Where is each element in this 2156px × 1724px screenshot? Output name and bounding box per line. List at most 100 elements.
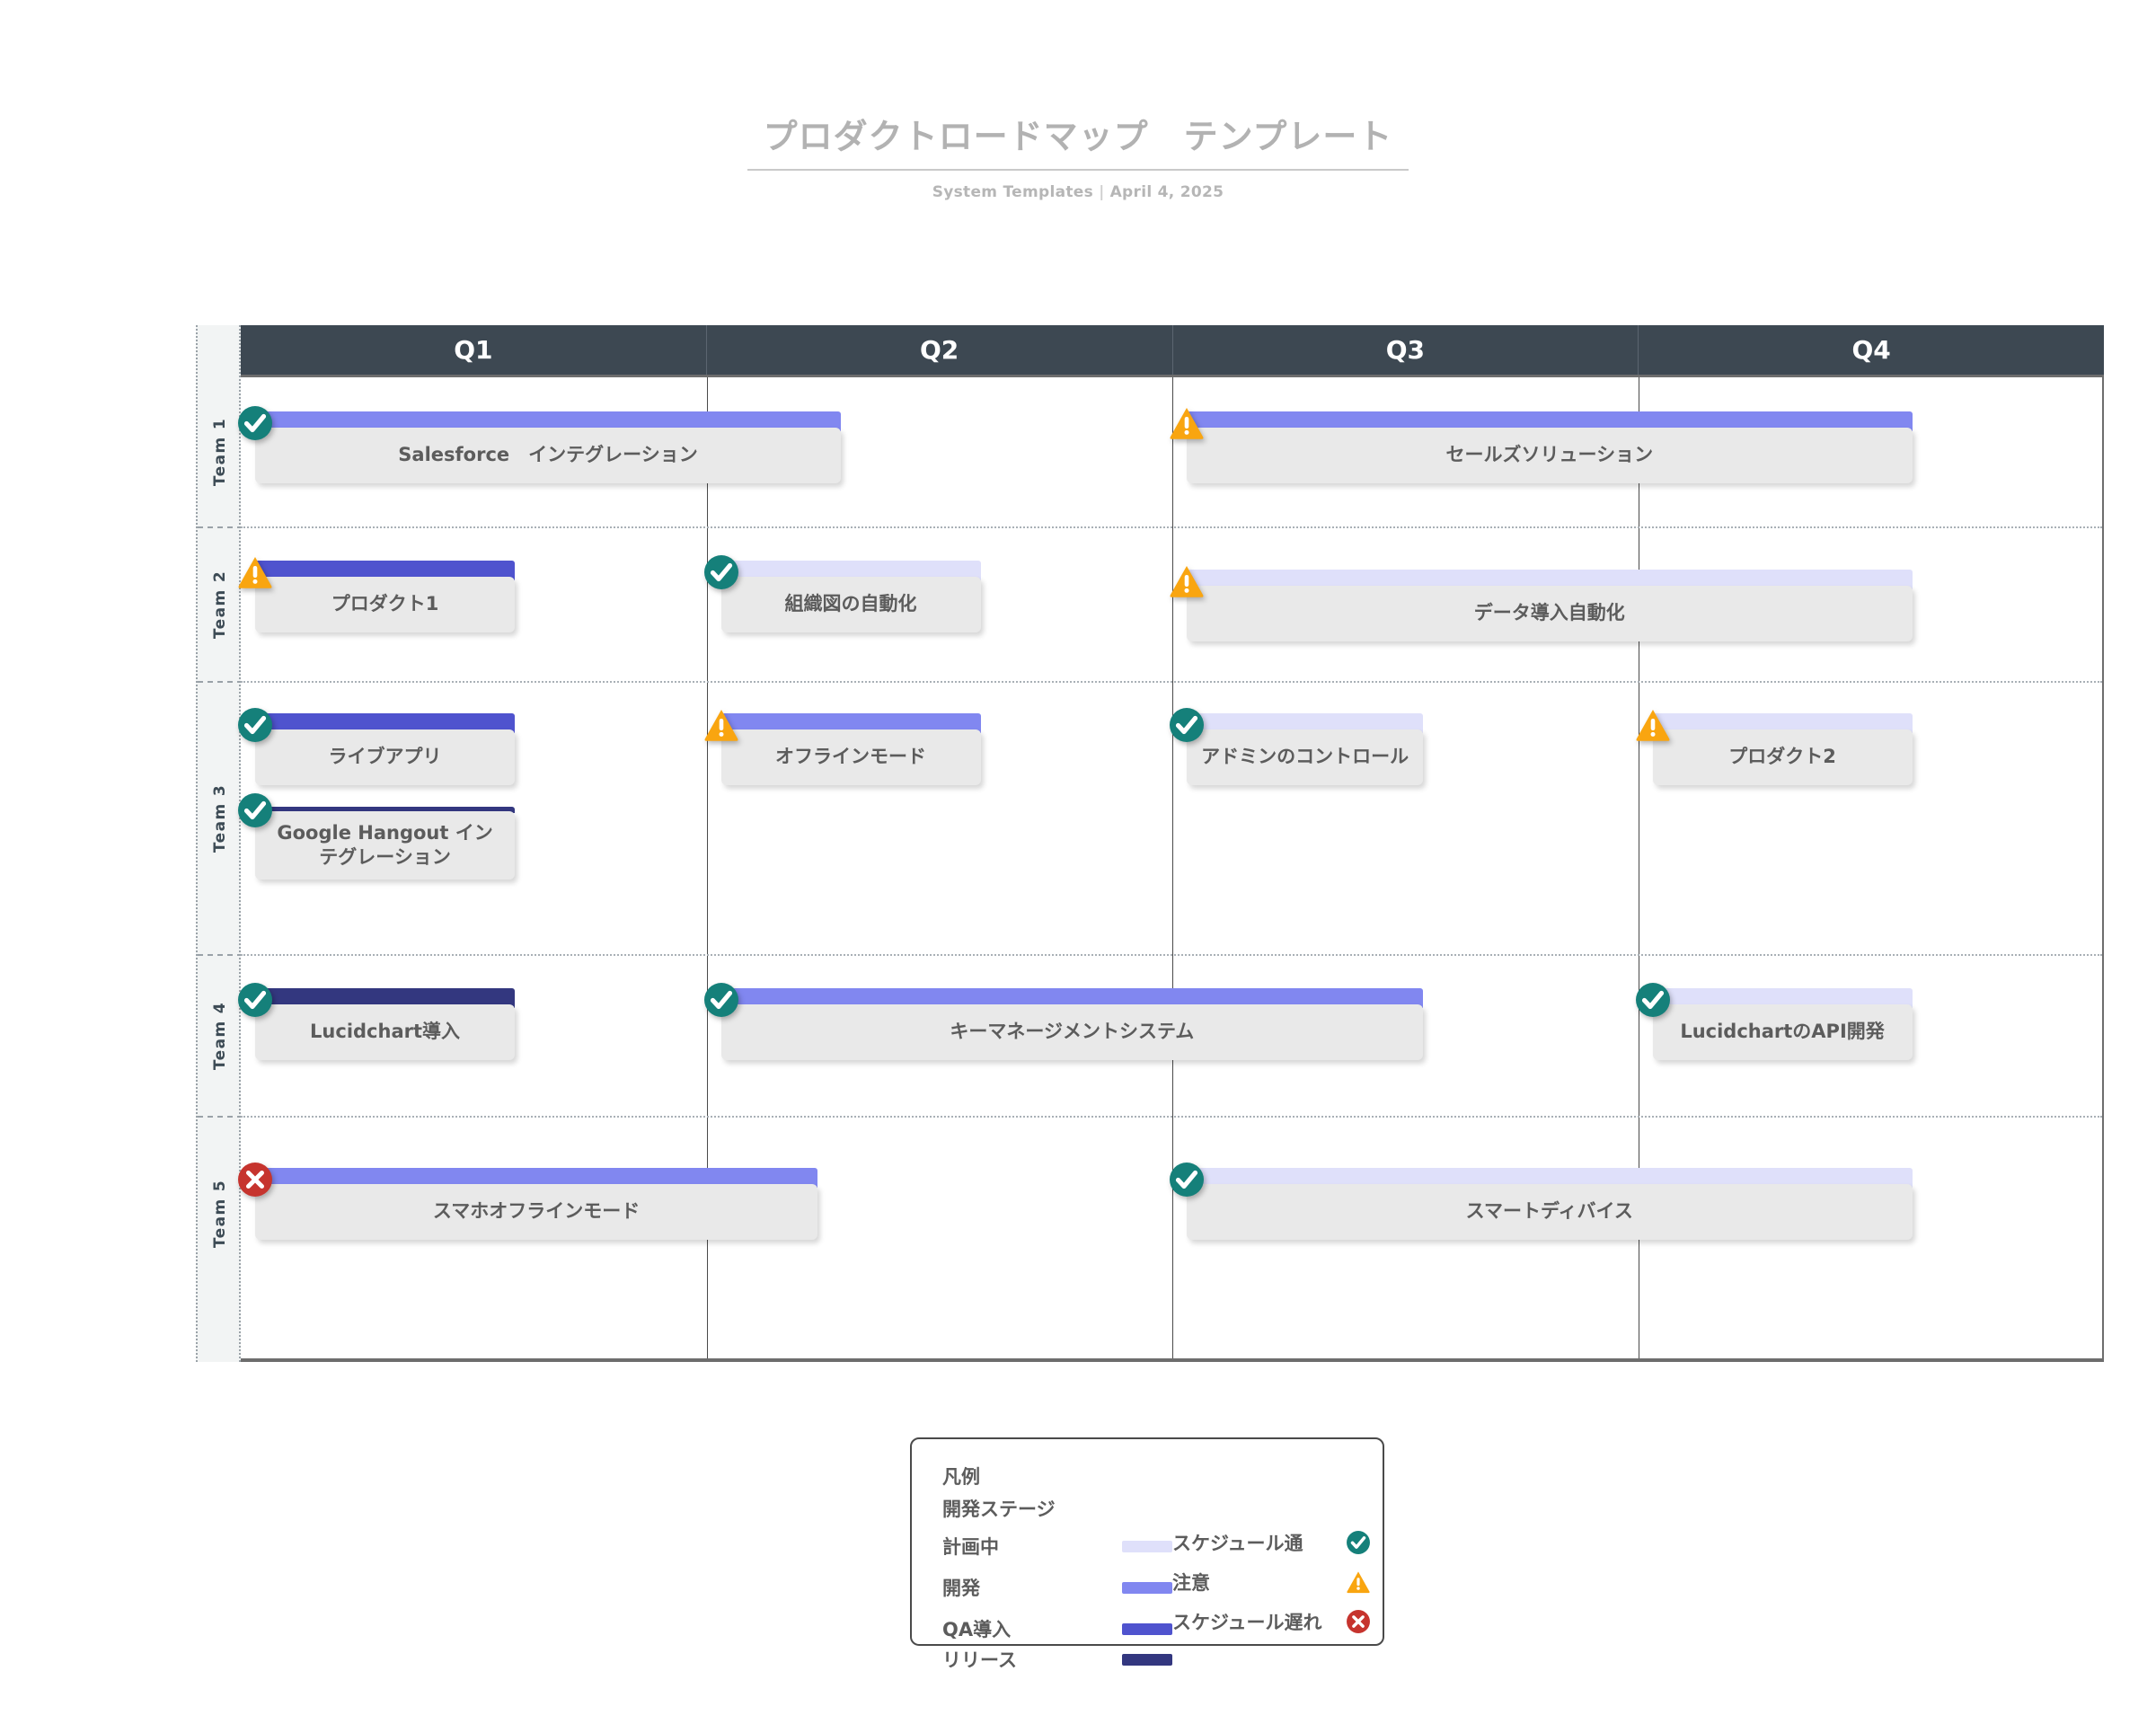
task-card[interactable]: スマートディバイス — [1187, 1184, 1913, 1240]
check-circle-icon[interactable] — [235, 403, 275, 443]
task-card[interactable]: LucidchartのAPI開発 — [1652, 1004, 1913, 1060]
task-stage-bar — [1187, 1168, 1913, 1188]
column-divider-1 — [706, 377, 708, 1358]
task-card[interactable]: アドミンのコントロール — [1187, 729, 1424, 785]
legend-status-label: スケジュール遅れ — [1172, 1612, 1322, 1633]
task-stage-bar — [720, 713, 981, 733]
quarter-header-q1: Q1 — [241, 325, 707, 375]
roadmap-task[interactable]: データ導入自動化 — [1170, 566, 1913, 641]
task-card[interactable]: データ導入自動化 — [1187, 586, 1913, 641]
roadmap-task[interactable]: Salesforce インテグレーション — [238, 406, 842, 483]
task-stage-bar — [255, 561, 516, 580]
roadmap-task[interactable]: LucidchartのAPI開発 — [1635, 983, 1913, 1060]
warning-triangle-icon[interactable] — [702, 705, 741, 745]
task-label: ライブアプリ — [328, 746, 442, 768]
task-card[interactable]: Salesforce インテグレーション — [255, 428, 842, 483]
task-stage-bar — [255, 807, 516, 813]
team-label: Team 2 — [211, 570, 230, 640]
task-card[interactable]: オフラインモード — [720, 729, 981, 785]
roadmap-task[interactable]: キーマネージメントシステム — [703, 983, 1424, 1060]
roadmap-task[interactable]: セールズソリューション — [1170, 408, 1913, 483]
row-divider-2 — [241, 681, 2102, 683]
check-circle-icon[interactable] — [702, 980, 741, 1020]
roadmap-task[interactable]: アドミンのコントロール — [1170, 708, 1424, 785]
legend-stage-row: QA導入 — [942, 1615, 1203, 1642]
legend-stage-swatch — [1122, 1581, 1172, 1594]
task-stage-bar — [1187, 570, 1913, 589]
check-circle-icon[interactable] — [235, 980, 275, 1020]
row-divider-4 — [241, 1116, 2102, 1118]
roadmap-task[interactable]: ライブアプリ — [238, 708, 516, 785]
legend-status-row: スケジュール通 — [1172, 1529, 1372, 1556]
roadmap-task[interactable]: プロダクト2 — [1636, 710, 1913, 785]
check-circle-icon[interactable] — [1167, 1160, 1206, 1199]
task-card[interactable]: セールズソリューション — [1187, 428, 1913, 483]
task-stage-bar — [1187, 411, 1913, 431]
task-stage-bar — [255, 988, 516, 1008]
roadmap-task[interactable]: プロダクト1 — [238, 557, 516, 632]
task-card[interactable]: ライブアプリ — [255, 729, 516, 785]
warning-triangle-icon — [1345, 1569, 1372, 1596]
roadmap-task[interactable]: スマホオフラインモード — [238, 1163, 818, 1240]
page-header: プロダクトロードマップ テンプレート System Templates|Apri… — [0, 118, 2156, 201]
legend-stage-row: 計画中 — [942, 1533, 1203, 1560]
roadmap-task[interactable]: スマートディバイス — [1170, 1163, 1913, 1240]
warning-triangle-icon[interactable] — [1633, 705, 1673, 745]
team-row-label-3: Team 3 — [198, 681, 243, 954]
task-card[interactable]: Google Hangout インテグレーション — [255, 811, 516, 880]
team-row-label-5: Team 5 — [198, 1116, 243, 1310]
task-label: Lucidchart導入 — [310, 1021, 461, 1043]
task-stage-bar — [720, 988, 1424, 1008]
legend-stage-row: 開発 — [942, 1574, 1203, 1601]
check-circle-icon[interactable] — [235, 791, 275, 830]
subtitle-separator: | — [1099, 182, 1105, 201]
quarter-header-q3: Q3 — [1173, 325, 1639, 375]
check-circle-icon[interactable] — [702, 553, 741, 592]
task-stage-bar — [255, 1168, 818, 1188]
task-card[interactable]: キーマネージメントシステム — [720, 1004, 1424, 1060]
quarter-header-q2: Q2 — [707, 325, 1173, 375]
task-card[interactable]: プロダクト1 — [255, 577, 516, 632]
legend-stage-row: リリース — [942, 1646, 1203, 1673]
subtitle-date: April 4, 2025 — [1109, 182, 1224, 201]
roadmap-task[interactable]: Lucidchart導入 — [238, 983, 516, 1060]
check-circle-icon[interactable] — [1633, 980, 1673, 1020]
legend-status-label: スケジュール通 — [1172, 1533, 1303, 1554]
roadmap-task[interactable]: オフラインモード — [704, 710, 981, 785]
warning-triangle-icon[interactable] — [1167, 403, 1206, 443]
task-label: オフラインモード — [775, 746, 927, 768]
check-circle-icon — [1345, 1529, 1372, 1556]
task-label: セールズソリューション — [1445, 444, 1654, 466]
roadmap-task[interactable]: Google Hangout インテグレーション — [238, 793, 516, 886]
task-label: 組織図の自動化 — [784, 593, 917, 615]
task-label: LucidchartのAPI開発 — [1680, 1021, 1885, 1043]
team-rail: Team 1 Team 2 Team 3 Team 4 Team 5 — [196, 325, 243, 1362]
error-circle-icon[interactable] — [235, 1160, 275, 1199]
task-label: スマートディバイス — [1465, 1200, 1633, 1223]
column-divider-2 — [1172, 377, 1173, 1358]
task-label: キーマネージメントシステム — [950, 1021, 1195, 1043]
task-card[interactable]: プロダクト2 — [1652, 729, 1913, 785]
roadmap-cells: Salesforce インテグレーション セールズソリューションプロダクト1 組織図… — [238, 377, 2104, 1362]
legend-stage-swatch — [1122, 1653, 1172, 1666]
error-circle-icon — [1345, 1608, 1372, 1635]
check-circle-icon[interactable] — [1167, 705, 1206, 745]
team-label: Team 4 — [211, 1001, 230, 1071]
warning-triangle-icon[interactable] — [1167, 561, 1206, 601]
task-stage-bar — [1187, 713, 1424, 733]
team-row-label-1: Team 1 — [198, 377, 243, 526]
task-card[interactable]: スマホオフラインモード — [255, 1184, 818, 1240]
task-card[interactable]: Lucidchart導入 — [255, 1004, 516, 1060]
task-card[interactable]: 組織図の自動化 — [720, 577, 981, 632]
roadmap-task[interactable]: 組織図の自動化 — [703, 555, 981, 632]
warning-triangle-icon[interactable] — [235, 553, 275, 592]
legend-stage-label: 開発 — [942, 1578, 980, 1599]
task-label: プロダクト2 — [1728, 746, 1836, 768]
check-circle-icon[interactable] — [235, 705, 275, 745]
task-label: Google Hangout インテグレーション — [277, 821, 493, 868]
page-title: プロダクトロードマップ テンプレート — [747, 118, 1409, 171]
task-stage-bar — [255, 713, 516, 733]
